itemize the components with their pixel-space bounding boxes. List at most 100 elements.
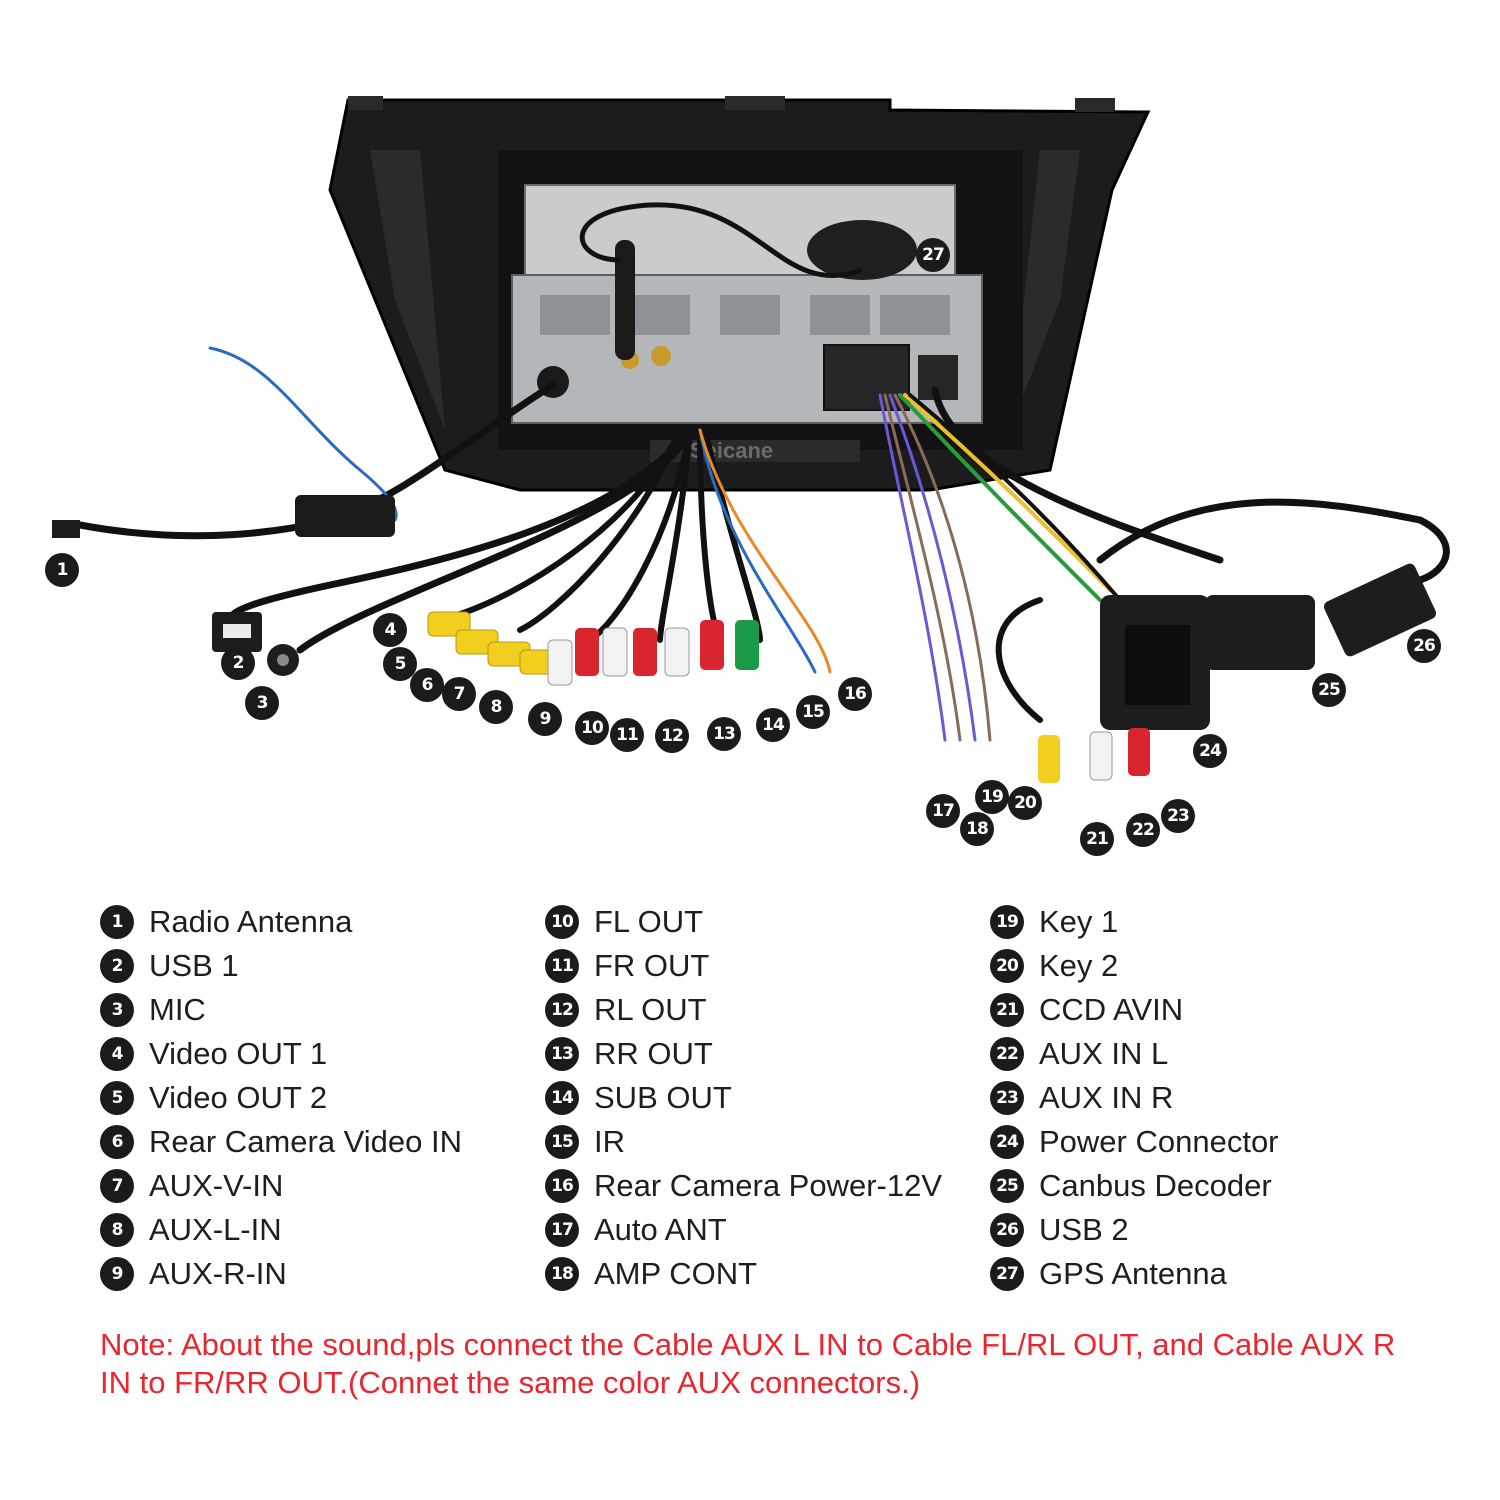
- callout-17: 17: [926, 794, 960, 828]
- head-unit-illustration: Seicane: [52, 96, 1450, 783]
- legend-label: IR: [594, 1124, 625, 1159]
- number-badge: 13: [545, 1037, 579, 1071]
- legend-label: Key 1: [1039, 904, 1119, 939]
- number-badge: 24: [990, 1125, 1024, 1159]
- wifi-antenna: [615, 240, 635, 360]
- number-badge: 19: [990, 905, 1024, 939]
- legend-label: Canbus Decoder: [1039, 1168, 1272, 1203]
- legend-item: 25 Canbus Decoder: [990, 1164, 1430, 1208]
- usb-1-connector: [212, 612, 262, 652]
- callout-15: 15: [796, 695, 830, 729]
- number-badge: 15: [545, 1125, 579, 1159]
- sound-connection-note: Note: About the sound,pls connect the Ca…: [100, 1327, 1396, 1400]
- legend-label: CCD AVIN: [1039, 992, 1184, 1027]
- number-badge: 26: [990, 1213, 1024, 1247]
- callout-14: 14: [756, 708, 790, 742]
- legend-label: FR OUT: [594, 948, 710, 983]
- legend-label: Radio Antenna: [149, 904, 353, 939]
- number-badge: 21: [990, 993, 1024, 1027]
- legend-label: FL OUT: [594, 904, 704, 939]
- legend-item: 4 Video OUT 1: [100, 1032, 540, 1076]
- callout-2: 2: [221, 646, 255, 680]
- legend-item: 26 USB 2: [990, 1208, 1430, 1252]
- number-badge: 14: [545, 1081, 579, 1115]
- callout-5: 5: [383, 647, 417, 681]
- legend-label: SUB OUT: [594, 1080, 732, 1115]
- callout-13: 13: [707, 717, 741, 751]
- legend-label: AUX IN R: [1039, 1080, 1174, 1115]
- callout-25: 25: [1312, 673, 1346, 707]
- number-badge: 3: [100, 993, 134, 1027]
- legend-label: USB 1: [149, 948, 239, 983]
- callout-18: 18: [960, 812, 994, 846]
- mic-jack: [267, 644, 299, 676]
- legend-item: 18 AMP CONT: [545, 1252, 985, 1296]
- callout-21: 21: [1080, 822, 1114, 856]
- legend-item: 3 MIC: [100, 988, 540, 1032]
- legend-item: 24 Power Connector: [990, 1120, 1430, 1164]
- callout-10: 10: [575, 711, 609, 745]
- legend-label: Rear Camera Power-12V: [594, 1168, 943, 1203]
- callout-20: 20: [1008, 786, 1042, 820]
- gps-antenna: [579, 202, 917, 280]
- radio-antenna-plug: [52, 520, 80, 538]
- rca-plugs: [427, 611, 1150, 783]
- legend-label: Rear Camera Video IN: [149, 1124, 463, 1159]
- canbus-decoder: [1205, 595, 1315, 670]
- legend-item: 14 SUB OUT: [545, 1076, 985, 1120]
- legend-label: AMP CONT: [594, 1256, 758, 1291]
- number-badge: 20: [990, 949, 1024, 983]
- callout-24: 24: [1193, 734, 1227, 768]
- callout-11: 11: [610, 718, 644, 752]
- legend-item: 21 CCD AVIN: [990, 988, 1430, 1032]
- number-badge: 9: [100, 1257, 134, 1291]
- callout-7: 7: [442, 677, 476, 711]
- callout-1: 1: [45, 553, 79, 587]
- legend-item: 27 GPS Antenna: [990, 1252, 1430, 1296]
- number-badge: 23: [990, 1081, 1024, 1115]
- number-badge: 8: [100, 1213, 134, 1247]
- callout-3: 3: [245, 686, 279, 720]
- power-connector: [1100, 595, 1210, 730]
- legend-item: 19 Key 1: [990, 900, 1430, 944]
- callout-23: 23: [1161, 799, 1195, 833]
- callout-26: 26: [1407, 629, 1441, 663]
- number-badge: 27: [990, 1257, 1024, 1291]
- callout-4: 4: [373, 613, 407, 647]
- number-badge: 18: [545, 1257, 579, 1291]
- legend-item: 23 AUX IN R: [990, 1076, 1430, 1120]
- number-badge: 25: [990, 1169, 1024, 1203]
- legend-label: RR OUT: [594, 1036, 713, 1071]
- number-badge: 4: [100, 1037, 134, 1071]
- legend-label: MIC: [149, 992, 206, 1027]
- legend-item: 15 IR: [545, 1120, 985, 1164]
- legend-label: GPS Antenna: [1039, 1256, 1227, 1291]
- legend-item: 7 AUX-V-IN: [100, 1164, 540, 1208]
- legend-item: 13 RR OUT: [545, 1032, 985, 1076]
- legend-label: AUX-V-IN: [149, 1168, 284, 1203]
- number-badge: 7: [100, 1169, 134, 1203]
- callout-16: 16: [838, 677, 872, 711]
- number-badge: 11: [545, 949, 579, 983]
- callout-12: 12: [655, 719, 689, 753]
- callout-6: 6: [410, 668, 444, 702]
- legend-label: Power Connector: [1039, 1124, 1279, 1159]
- cables: [76, 346, 1450, 742]
- callout-27: 27: [916, 238, 950, 272]
- legend-label: Video OUT 1: [149, 1036, 328, 1071]
- legend-label: USB 2: [1039, 1212, 1129, 1247]
- legend-label: RL OUT: [594, 992, 707, 1027]
